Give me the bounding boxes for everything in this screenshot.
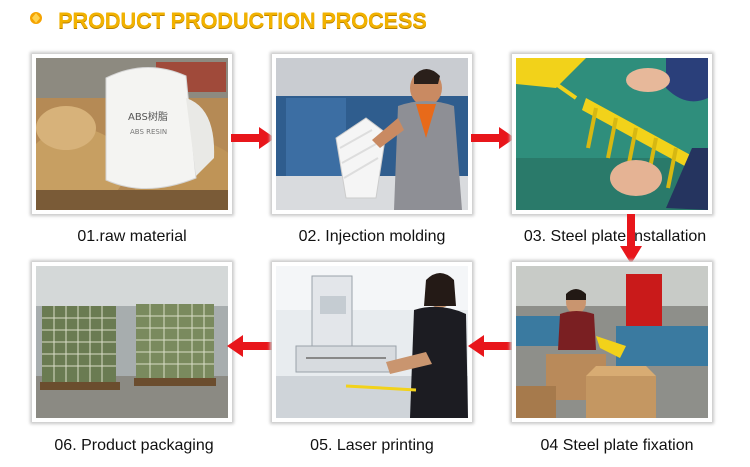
step-caption-product-packaging: 06. Product packaging xyxy=(54,437,214,454)
red-arrow-icon xyxy=(471,127,515,149)
page-title: PRODUCT PRODUCTION PROCESS xyxy=(58,8,427,33)
orange-dot-icon xyxy=(29,11,43,25)
step-photo-laser-printing xyxy=(272,262,472,422)
resin-bag-sublabel: ABS RESIN xyxy=(130,128,167,136)
page-header: PRODUCT PRODUCTION PROCESS xyxy=(0,0,750,44)
step-photo-product-packaging xyxy=(32,262,232,422)
step-photo-injection-molding xyxy=(272,54,472,214)
step-caption-injection-molding: 02. Injection molding xyxy=(298,228,446,245)
step-photo-steel-plate-installation xyxy=(512,54,712,214)
step-photo-raw-material: ABS树脂 ABS RESIN xyxy=(32,54,232,214)
step-caption-steel-plate-installation: 03. Steel plate installation xyxy=(523,228,707,245)
red-arrow-icon xyxy=(620,214,642,264)
resin-bag-label: ABS树脂 xyxy=(128,110,168,123)
step-caption-laser-printing: 05. Laser printing xyxy=(310,437,434,454)
step-caption-raw-material: 01.raw material xyxy=(77,228,187,245)
step-photo-steel-plate-fixation xyxy=(512,262,712,422)
red-arrow-icon xyxy=(468,335,516,357)
red-arrow-icon xyxy=(227,335,275,357)
step-caption-steel-plate-fixation: 04 Steel plate fixation xyxy=(540,437,694,454)
red-arrow-icon xyxy=(231,127,275,149)
